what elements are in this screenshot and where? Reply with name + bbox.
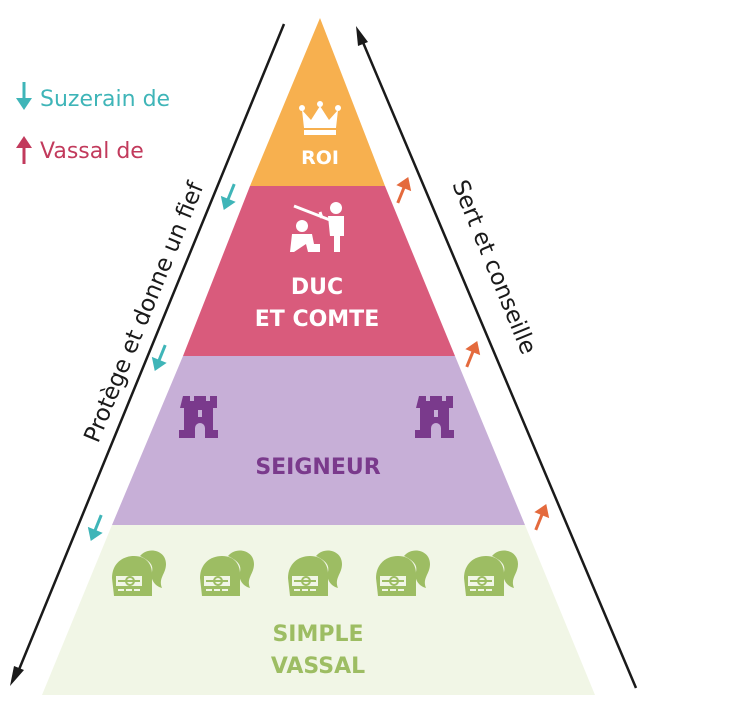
level-duc-band bbox=[183, 186, 455, 356]
up-arrow-icon bbox=[388, 172, 418, 208]
legend-vassal-label: Vassal de bbox=[40, 139, 144, 164]
level-roi-band bbox=[250, 18, 385, 186]
level-roi-label: ROI bbox=[301, 147, 339, 169]
level-seigneur-label: SEIGNEUR bbox=[255, 455, 380, 480]
left-side-line bbox=[10, 23, 286, 686]
legend-up-arrow-icon bbox=[16, 136, 32, 164]
castle-tower-icon bbox=[179, 396, 218, 438]
legend-suzerain-label: Suzerain de bbox=[40, 87, 170, 112]
level-vassal-label-line2: VASSAL bbox=[271, 654, 365, 679]
legend-down-arrow-icon bbox=[14, 80, 34, 112]
right-side-line bbox=[356, 26, 638, 689]
level-duc-label-line1: DUC bbox=[291, 275, 343, 300]
level-seigneur-band bbox=[112, 356, 525, 525]
down-arrow-icon bbox=[81, 510, 111, 546]
down-arrow-icon bbox=[214, 179, 244, 215]
castle-tower-icon bbox=[415, 396, 454, 438]
level-vassal-band bbox=[42, 525, 595, 695]
up-arrow-icon bbox=[526, 499, 556, 535]
up-arrow-icon bbox=[457, 336, 487, 372]
level-vassal-label-line1: SIMPLE bbox=[272, 622, 363, 647]
right-side-label: Sert et conseille bbox=[446, 176, 541, 358]
legend: Suzerain de Vassal de bbox=[14, 80, 170, 164]
level-duc-label-line2: ET COMTE bbox=[255, 307, 379, 332]
